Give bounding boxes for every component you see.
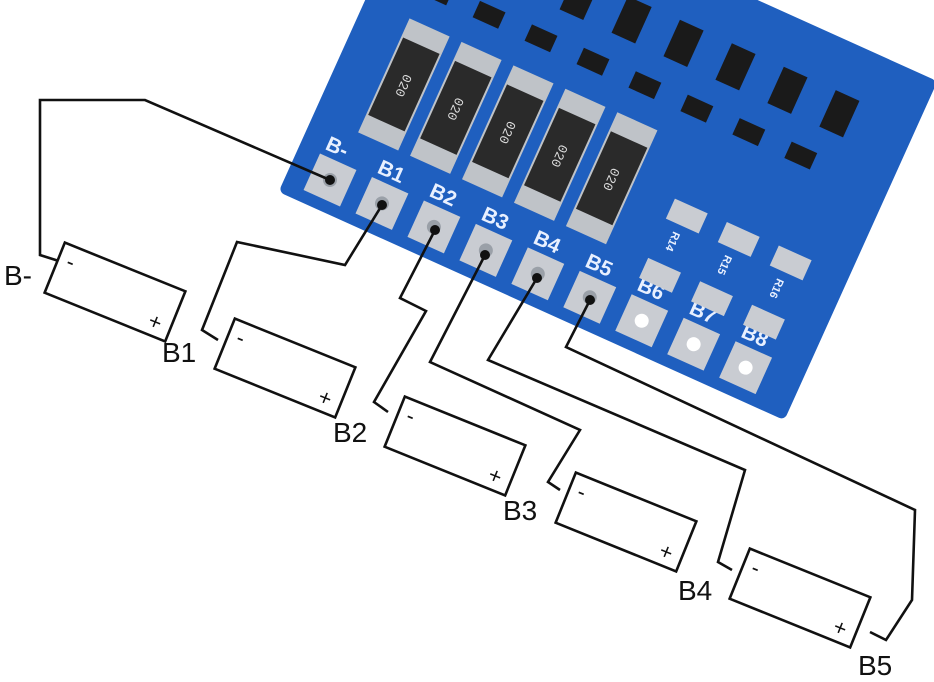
resistor-body: [472, 84, 544, 179]
resistor-body: [524, 107, 596, 202]
label-b5: B5: [858, 650, 892, 681]
wires: [38, 98, 917, 642]
ic-chip: [611, 0, 652, 44]
transistor: [472, 0, 506, 29]
wire-b3: [428, 254, 582, 492]
pcb-board: B-B1B2B3B4B5B6B7B8020020020020020R14R15R…: [280, 0, 934, 419]
wire-junction-dot: [325, 175, 335, 185]
ic-chip: [663, 19, 704, 67]
battery-cell: -+: [553, 470, 699, 574]
wire-b5: [564, 299, 917, 642]
cell-body: [42, 240, 188, 344]
label-b4: B4: [678, 575, 712, 606]
label-b2: B2: [333, 417, 367, 448]
resistor-pad: [691, 281, 733, 317]
resistor-pad: [639, 257, 681, 293]
wire-b4: [486, 277, 747, 572]
battery-cell: -+: [382, 394, 528, 498]
wire-b1: [200, 204, 384, 342]
cell-body: [727, 546, 873, 650]
label-b3: B3: [503, 495, 537, 526]
resistor-body: [368, 37, 440, 132]
wire-b2: [372, 229, 437, 414]
wire-junction-dot: [430, 225, 440, 235]
transistor: [732, 118, 766, 147]
wire-junction-dot: [532, 273, 542, 283]
label-b1: B1: [162, 337, 196, 368]
cell-body: [212, 316, 358, 420]
wire-junction-dot: [480, 250, 490, 260]
resistor-body: [575, 131, 648, 226]
transistor: [576, 47, 610, 76]
ic-chip: [819, 90, 860, 138]
wire-b-minus: [38, 98, 331, 264]
label-b-minus: B-: [4, 260, 32, 291]
battery-cell: -+: [727, 546, 873, 650]
cell-body: [553, 470, 699, 574]
battery-cell: -+: [42, 240, 188, 344]
transistor: [524, 24, 558, 53]
ic-chip: [715, 43, 756, 91]
transistor: [680, 94, 714, 123]
battery-cell: -+: [212, 316, 358, 420]
wire-junction-dot: [377, 200, 387, 210]
pad-hole: [686, 337, 701, 352]
resistor-pad: [717, 222, 760, 257]
resistor-pad: [769, 245, 812, 281]
pad-hole: [634, 313, 649, 328]
ic-chip: [559, 0, 600, 21]
resistor-pad: [665, 198, 708, 234]
ic-chip: [767, 66, 808, 114]
transistor: [628, 71, 662, 100]
wire-junction-dot: [585, 295, 595, 305]
cell-body: [382, 394, 528, 498]
transistor: [784, 141, 818, 170]
pad-hole: [738, 360, 753, 375]
resistor-body: [420, 60, 492, 155]
resistor-pad: [743, 304, 785, 340]
